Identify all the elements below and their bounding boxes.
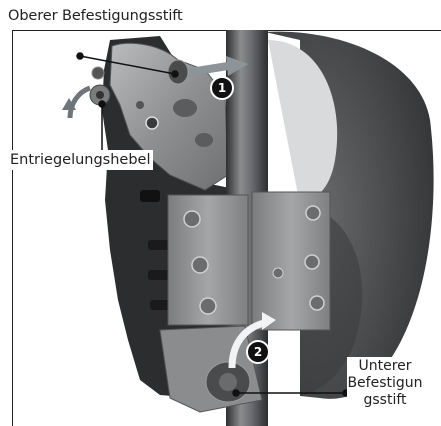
lower-pin-label-line2: Befestigun xyxy=(347,375,423,392)
release-lever-label: Entriegelungshebel xyxy=(8,150,153,170)
lower-pin-label: Unterer Befestigun gsstift xyxy=(347,357,423,409)
lower-pin-label-line1: Unterer xyxy=(347,358,423,375)
step-2-badge: 2 xyxy=(246,340,270,364)
lower-pin-label-line3: gsstift xyxy=(347,392,423,409)
step-1-badge: 1 xyxy=(210,76,234,100)
rotate-arrow-lever xyxy=(70,88,90,118)
